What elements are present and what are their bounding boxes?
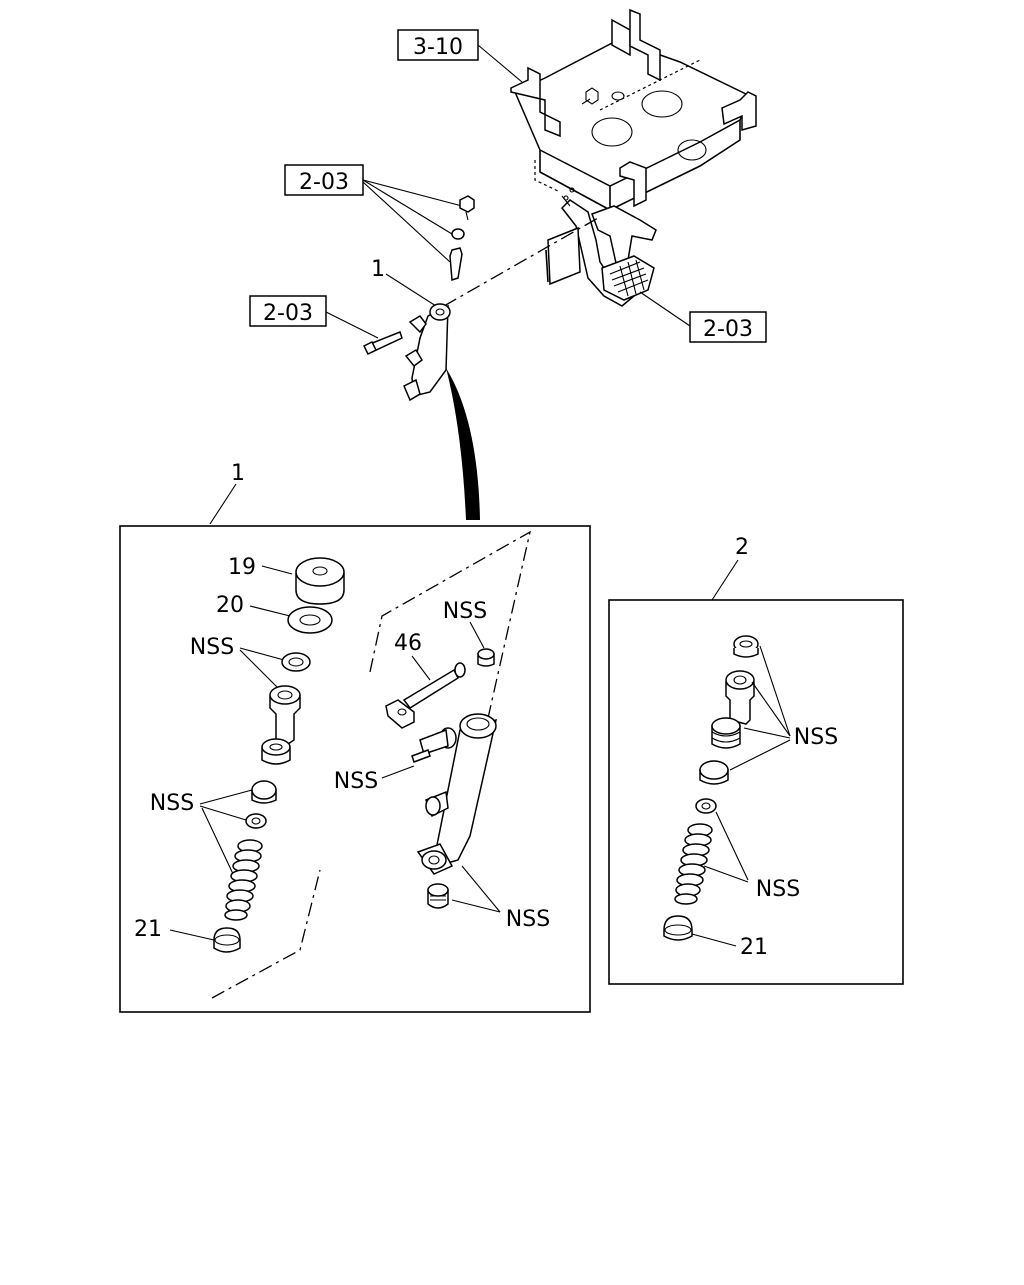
- reference-2-03-right: 2-03: [639, 291, 767, 343]
- reference-2-03-right-label: 2-03: [703, 317, 753, 342]
- mounting-hardware: [449, 195, 475, 282]
- reference-2-03-left-label: 2-03: [263, 301, 313, 326]
- return-spring-2: [674, 823, 713, 905]
- nss-body-callout: NSS: [506, 907, 550, 932]
- nss-lower-callout: NSS: [756, 877, 800, 902]
- reference-2-03-top-label: 2-03: [299, 170, 349, 195]
- part-1-callout: 1: [371, 257, 385, 282]
- reference-2-03-top: 2-03: [284, 164, 463, 263]
- item-21-callout: 21: [134, 917, 162, 942]
- panel-1-parts: 19 20 NSS NSS: [134, 530, 550, 999]
- panel-2-item-21-callout: 21: [740, 935, 768, 960]
- item-19-callout: 19: [228, 555, 256, 580]
- reference-3-10-label: 3-10: [413, 35, 463, 60]
- panel-1-number: 1: [231, 461, 245, 486]
- nss-seal-callout: NSS: [190, 635, 234, 660]
- panel-2-frame: [608, 599, 904, 985]
- nss-sleeve-callout: NSS: [443, 599, 487, 624]
- pedal-bracket-assembly: [510, 8, 757, 307]
- nss-pin-callout: NSS: [334, 769, 378, 794]
- master-cylinder-small: 1: [362, 257, 451, 402]
- reference-2-03-left: 2-03: [249, 295, 379, 339]
- panel-2-parts: NSS NSS 21: [663, 635, 838, 960]
- reference-3-10: 3-10: [397, 29, 523, 83]
- nss-upper-callout: NSS: [794, 725, 838, 750]
- detail-pointer: [446, 368, 480, 520]
- return-spring: [224, 839, 263, 921]
- item-46-callout: 46: [394, 631, 422, 656]
- panel-1-frame: [119, 525, 591, 1013]
- push-rod-centerline: [443, 217, 599, 307]
- nss-cup-spring-callout: NSS: [150, 791, 194, 816]
- item-20-callout: 20: [216, 593, 244, 618]
- panel-2-number: 2: [735, 535, 749, 560]
